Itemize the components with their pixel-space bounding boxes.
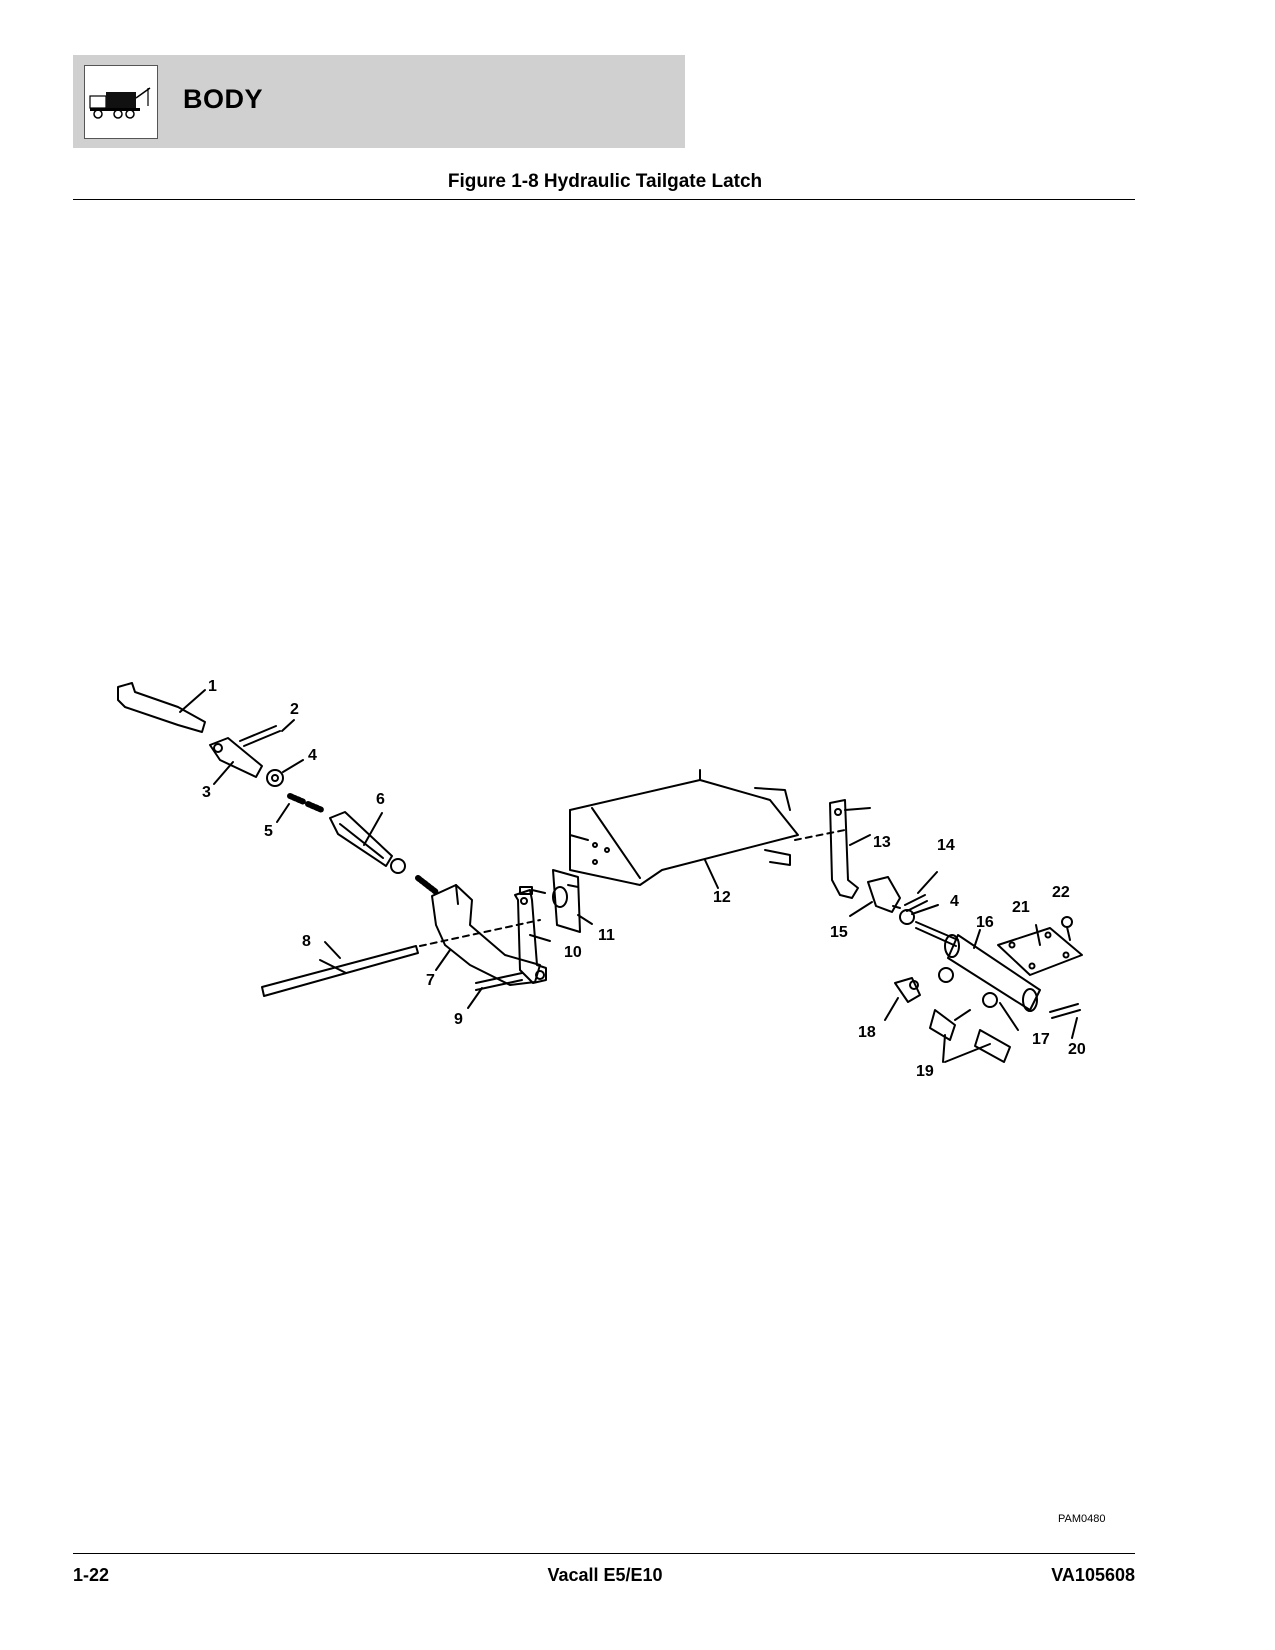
callout-label: 20: [1068, 1041, 1086, 1058]
part-16-cylinder: [915, 921, 1041, 1012]
part-19-adapters: [929, 1009, 1011, 1063]
manual-title: Vacall E5/E10: [547, 1565, 663, 1585]
part-4-nut-left: [266, 759, 304, 787]
part-22-screw: [1061, 916, 1073, 941]
callout-label: 12: [713, 889, 731, 906]
part-10-link: [514, 889, 551, 984]
callout-label: 15: [830, 924, 848, 941]
part-17-fitting: [982, 992, 1019, 1031]
part-11-bracket: [519, 869, 593, 933]
callout-label: 8: [302, 933, 311, 950]
figure-title: Figure 1-8 Hydraulic Tailgate Latch: [447, 171, 763, 192]
part-4-nut-right: [899, 904, 939, 925]
callout-label: 1: [208, 678, 217, 695]
part-fitting-upper: [938, 967, 954, 983]
callout-label: 6: [376, 791, 385, 808]
callout-label: 10: [564, 944, 582, 961]
document-number: VA105608: [1051, 1565, 1135, 1585]
part-5-screw: [276, 793, 325, 823]
section-title: BODY: [183, 84, 264, 114]
callout-label: 18: [858, 1024, 876, 1041]
callout-label: 2: [290, 701, 299, 718]
part-2-pin: [239, 719, 295, 747]
callout-label: 4: [308, 747, 317, 764]
callout-label: 22: [1052, 884, 1070, 901]
callout-label: 21: [1012, 899, 1030, 916]
part-21-plate: [997, 924, 1083, 976]
callout-label: 9: [454, 1011, 463, 1028]
callout-labels: 1 2 3 4 5 6 7 8 9 10 11 12 13 14 4 15 16…: [202, 678, 1086, 1080]
callout-label: 14: [937, 837, 955, 854]
part-18-elbow: [884, 977, 921, 1021]
callout-label: 7: [426, 972, 435, 989]
callout-label: 13: [873, 834, 891, 851]
callout-label: 19: [916, 1063, 934, 1080]
part-12-tray: [569, 769, 799, 889]
section-header-band: [73, 55, 685, 148]
part-9-pin: [467, 972, 523, 1009]
part-6-turnbuckle: [329, 811, 406, 874]
truck-icon: [84, 65, 158, 139]
footer-divider: [73, 1553, 1135, 1554]
page-number: 1-22: [73, 1565, 110, 1585]
part-20-bolt: [1049, 1003, 1081, 1039]
callout-label: 5: [264, 823, 273, 840]
part-8-shaft: [261, 941, 419, 997]
part-13-arm: [829, 799, 871, 899]
part-15-clevis: [849, 876, 901, 917]
callout-label: 4: [950, 893, 959, 910]
header-divider: [73, 199, 1135, 200]
callout-label: 11: [598, 927, 615, 944]
part-3-clevis: [209, 737, 263, 785]
callout-label: 3: [202, 784, 211, 801]
callout-label: 16: [976, 914, 994, 931]
part-7-latch-hook: [431, 884, 541, 986]
drawing-id: PAM0480: [1058, 1513, 1106, 1525]
callout-label: 17: [1032, 1031, 1050, 1048]
part-1-lever: [117, 682, 206, 733]
part-14-pin: [904, 871, 938, 912]
